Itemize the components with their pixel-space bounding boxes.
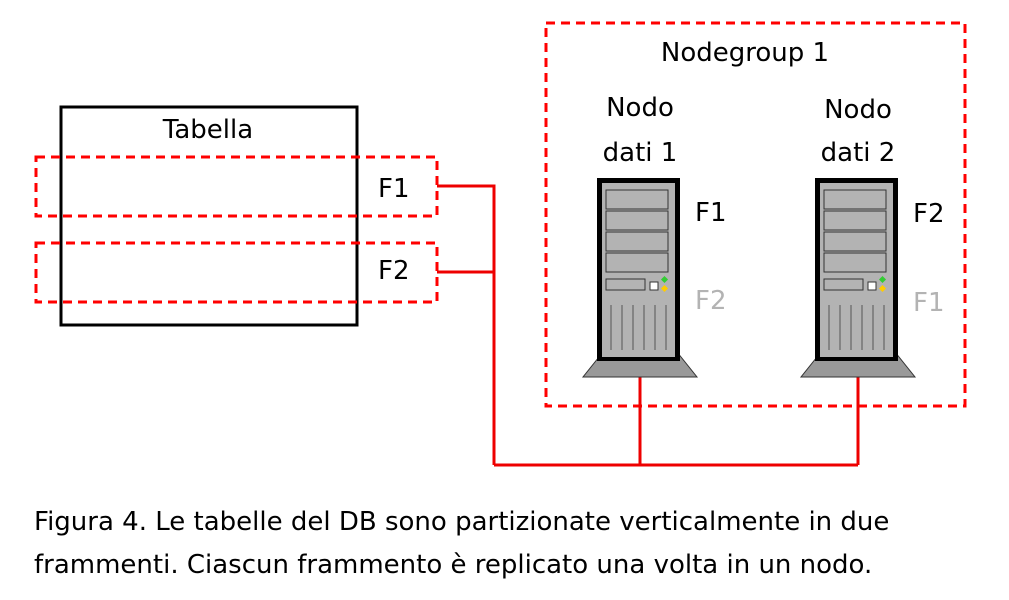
fragment-f1-partition <box>34 155 439 218</box>
node1-name-line2: dati 1 <box>603 138 678 168</box>
server-icon <box>799 178 917 378</box>
connection-f1 <box>437 184 496 465</box>
node1-name-line1: Nodo <box>606 93 674 123</box>
fragment-f2-partition <box>34 241 439 304</box>
table-label: Tabella <box>162 115 253 145</box>
nodegroup-boundary <box>544 21 967 408</box>
caption-line2: frammenti. Ciascun frammento è replicato… <box>34 550 873 580</box>
node2-replica-fragment: F1 <box>913 288 945 318</box>
fragment-f1-label: F1 <box>378 174 410 204</box>
node2-name-line2: dati 2 <box>821 138 896 168</box>
node1-primary-fragment: F1 <box>695 198 727 228</box>
connection-lines <box>437 184 860 467</box>
node2-primary-fragment: F2 <box>913 199 945 229</box>
node2-name-line1: Nodo <box>824 95 892 125</box>
fragment-f2-label: F2 <box>378 256 410 286</box>
node1-replica-fragment: F2 <box>695 286 727 316</box>
figure-caption: Figura 4. Le tabelle del DB sono partizi… <box>34 501 994 587</box>
nodegroup-label: Nodegroup 1 <box>661 38 829 68</box>
caption-line1: Figura 4. Le tabelle del DB sono partizi… <box>34 507 890 537</box>
server-icon <box>581 178 699 378</box>
